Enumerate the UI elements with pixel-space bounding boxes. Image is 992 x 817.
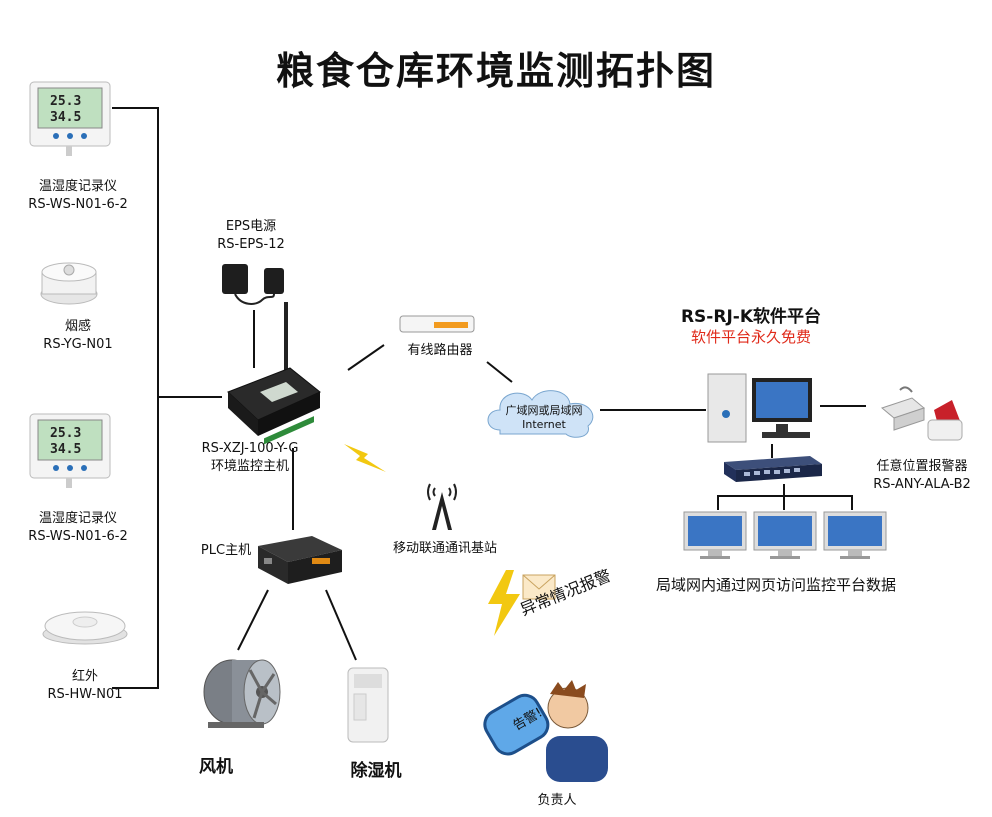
alarm-model: RS-ANY-ALA-B2: [873, 477, 971, 492]
host-model: RS-XZJ-100-Y-G: [201, 441, 299, 456]
screen-value-1: 25.3: [50, 426, 81, 441]
sensor-model: RS-WS-N01-6-2: [28, 529, 128, 544]
cloud-icon: [487, 390, 594, 438]
sensor-model: RS-WS-N01-6-2: [28, 197, 128, 212]
eps-label: EPS电源 RS-EPS-12: [196, 218, 306, 254]
alarm-name: 任意位置报警器: [876, 459, 968, 474]
cloud-line2: Internet: [522, 418, 566, 431]
router: [398, 312, 476, 340]
temp-humidity-recorder-icon: 25.3 34.5: [29, 413, 111, 488]
alarm-label: 任意位置报警器 RS-ANY-ALA-B2: [862, 458, 982, 494]
lan-caption: 局域网内通过网页访问监控平台数据: [655, 576, 896, 594]
temp-humidity-recorder-2: 25.3 34.5: [28, 412, 114, 494]
plc-icon: [258, 536, 342, 584]
smoke-detector-icon: [40, 262, 98, 305]
network-cloud: [482, 382, 604, 446]
platform-server: [704, 368, 824, 452]
lan-computer-1: [682, 510, 748, 564]
screen-value-2: 34.5: [50, 442, 81, 457]
eps-name: EPS电源: [225, 219, 277, 234]
tower-label: 移动联通通讯基站: [392, 541, 497, 556]
message-envelope-icon: [522, 574, 556, 604]
lan-computer-2: [752, 510, 818, 564]
sensor-name: 温湿度记录仪: [38, 179, 117, 194]
platform-name: RS-RJ-K软件平台: [680, 307, 822, 327]
cell-tower-icon: [427, 483, 457, 530]
sensor-name: 烟感: [64, 319, 91, 334]
dehumidifier-label: 除湿机: [350, 761, 402, 781]
fan-icon: [203, 659, 281, 728]
page-title: 粮食仓库环境监测拓扑图: [275, 49, 716, 93]
host-label: RS-XZJ-100-Y-G 环境监控主机: [170, 440, 330, 476]
eps-model: RS-EPS-12: [217, 237, 285, 252]
monitoring-host: [220, 296, 330, 450]
wireless-signal-icon: [342, 438, 392, 482]
sensor-label-2: 烟感 RS-YG-N01: [18, 318, 138, 354]
sensor-name: 红外: [71, 669, 98, 684]
smoke-detector: [38, 256, 100, 312]
monitor-icon: [683, 511, 747, 559]
sensor-name: 温湿度记录仪: [38, 511, 117, 526]
fan: [198, 652, 284, 742]
platform-subtitle: 软件平台永久免费: [690, 328, 811, 346]
monitoring-host-icon: [227, 302, 321, 445]
cloud-label: 广域网或局域网 Internet: [484, 404, 604, 432]
sensor-label-1: 温湿度记录仪 RS-WS-N01-6-2: [18, 178, 138, 214]
eps-power-adapter: [216, 256, 296, 312]
person-icon: 告警!: [483, 680, 608, 782]
person-label: 负责人: [537, 793, 577, 808]
temp-humidity-recorder-icon: 25.3 34.5: [29, 81, 111, 156]
alert-bolt-icon: [484, 568, 524, 642]
host-name: 环境监控主机: [210, 459, 289, 474]
network-switch: [720, 452, 824, 490]
cloud-line1: 广域网或局域网: [505, 404, 583, 417]
cell-tower: [424, 478, 460, 536]
dehumidifier-icon: [347, 667, 389, 743]
sensor-model: RS-HW-N01: [47, 687, 123, 702]
alarm-icon: [880, 386, 963, 441]
plc-label: PLC主机: [200, 543, 252, 558]
plc-host: [252, 528, 348, 594]
monitor-icon: [753, 511, 817, 559]
dehumidifier: [344, 664, 394, 750]
router-label: 有线路由器: [407, 343, 473, 358]
power-adapter-icon: [222, 264, 284, 305]
temp-humidity-recorder-1: 25.3 34.5: [28, 80, 114, 156]
fan-label: 风机: [199, 757, 233, 777]
sensor-label-3: 温湿度记录仪 RS-WS-N01-6-2: [18, 510, 138, 546]
infrared-sensor-icon: [42, 611, 128, 645]
sensor-model: RS-YG-N01: [43, 337, 113, 352]
screen-value-2: 34.5: [50, 110, 81, 125]
screen-value-1: 25.3: [50, 94, 81, 109]
switch-icon: [724, 456, 822, 482]
lan-computer-3: [822, 510, 888, 564]
computer-icon: [707, 373, 812, 443]
router-icon: [399, 315, 475, 333]
person-with-phone: 告警!: [476, 676, 616, 788]
infrared-sensor: [40, 606, 130, 650]
monitor-icon: [823, 511, 887, 559]
sensor-label-4: 红外 RS-HW-N01: [25, 668, 145, 704]
alarm-device: [872, 382, 968, 456]
